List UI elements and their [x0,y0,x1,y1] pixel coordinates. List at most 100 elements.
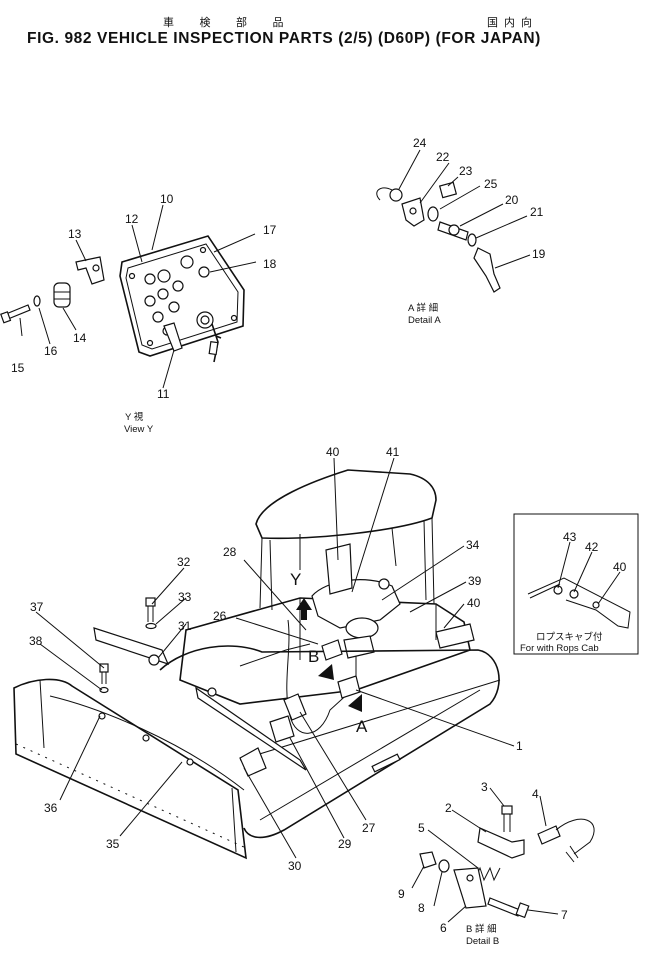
title-japanese-left: 車 検 部 品 [163,16,284,29]
panel-lamp [157,288,169,300]
switch-mount [239,747,267,777]
bolt-head [501,805,513,815]
panel-screw-hole [199,246,207,254]
callout-40-cab: 40 [326,445,340,459]
switch-cluster [337,675,361,699]
key-switch-core [200,315,210,325]
rops-clip [592,601,600,609]
detail-b-label: Detail B [466,936,499,947]
detail-a-group: 24 22 23 25 20 21 19 A 詳 細 Detail A [376,136,546,326]
panel-screw-hole [230,314,238,322]
callout-40-inset: 40 [613,560,627,574]
track-frame [159,645,500,839]
panel-screw-hole [128,272,136,280]
panel-lamp [157,269,171,283]
harness-clip [186,758,194,766]
rops-label-jp: ロプスキャブ付 [536,631,603,643]
detail-b-label-jp: B 詳 細 [466,923,497,935]
harness-clip [98,712,106,720]
callout-27: 27 [362,821,376,835]
bolt-head [0,311,12,324]
panel-lamp [180,255,194,269]
harness-wire [376,187,393,201]
switch-nut [448,224,460,236]
washer [467,233,477,247]
view-y-leader-lines [19,204,257,389]
sensor-connector [565,845,579,863]
detail-a-leader-lines [398,149,531,269]
washer [99,686,109,694]
callout-5: 5 [418,821,425,835]
callout-13: 13 [68,227,82,241]
main-leader-lines [35,457,515,859]
harness-branch [239,643,311,667]
switch-cluster [321,639,343,661]
detail-b-group: 3 4 2 5 9 8 6 7 B 詳 細 Detail B [398,780,595,947]
callout-18: 18 [263,257,277,271]
rops-wire [529,583,561,599]
bolt-head [438,181,458,199]
view-y-label-jp: Y 視 [125,411,144,423]
detail-a-label-jp: A 詳 細 [408,302,438,314]
tractor-main-view: Y B A 40 41 34 39 40 28 32 33 31 37 38 2… [13,445,523,873]
view-y-label: View Y [124,424,154,435]
callout-22: 22 [436,150,450,164]
cab-pillars-inner [269,519,427,611]
bolt-head [145,597,156,607]
view-y-arrow [296,598,312,620]
steering-box [343,635,375,659]
callout-36: 36 [44,801,58,815]
blade-harness [49,695,245,791]
washer [438,859,450,873]
callout-6: 6 [440,921,447,935]
rops-clip [569,589,579,599]
callout-21: 21 [530,205,544,219]
callout-38: 38 [29,634,43,648]
callout-19: 19 [532,247,546,261]
callout-37: 37 [30,600,44,614]
rops-clip [553,585,563,595]
callout-20: 20 [505,193,519,207]
rear-lamp [325,543,353,595]
nut [419,851,437,869]
callout-12: 12 [125,212,139,226]
callout-30: 30 [288,859,302,873]
rops-inset-group: 43 42 40 ロプスキャブ付 For with Rops Cab [513,513,639,655]
title-japanese-right: 国内向 [487,16,538,29]
bracket [75,256,105,285]
junction-box [269,715,295,743]
ignition-key [211,323,222,363]
panel-lamp [168,301,180,313]
detail-b-arrow [318,664,334,680]
panel-lamp [198,266,210,278]
callout-24: 24 [413,136,427,150]
arrow-label-a: A [356,717,368,736]
callout-26: 26 [213,609,227,623]
switch-panel-plate [119,235,245,357]
dozer-blade [13,678,247,860]
callout-39: 39 [468,574,482,588]
rops-frame-beam [527,577,631,629]
detail-b-leader-lines [411,787,559,923]
callout-3: 3 [481,780,488,794]
rops-label: For with Rops Cab [520,643,599,654]
panel-lamp [172,280,184,292]
callout-15: 15 [11,361,25,375]
callout-23: 23 [459,164,473,178]
rops-inset-frame [513,513,639,655]
arm-pivot [207,687,217,697]
panel-screw-hole [146,339,154,347]
arrow-label-b: B [308,647,319,666]
callout-29: 29 [338,837,352,851]
bolt-shank [147,606,154,622]
clamp-hole [466,874,474,882]
bracket-hole [92,264,100,272]
callout-33: 33 [178,590,192,604]
key-head [208,340,219,356]
blade-ends [39,679,237,853]
panel-lamp [144,295,156,307]
bolt-head [515,902,530,919]
switch-lever [163,322,183,352]
rops-leader-lines [557,541,621,605]
